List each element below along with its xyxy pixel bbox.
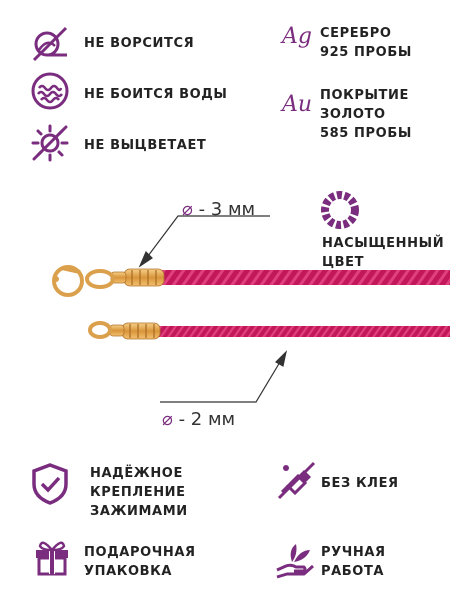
handmade-icon <box>274 536 316 580</box>
gift-line-1: ПОДАРОЧНАЯ <box>84 545 196 560</box>
feature-label-no-pilling: НЕ ВОРСИТСЯ <box>84 36 195 51</box>
dimension-value-small: - 2 мм <box>178 409 236 430</box>
silver-line-2: 925 ПРОБЫ <box>320 45 412 60</box>
silver-symbol: Ag <box>282 24 312 49</box>
dimension-value-large: - 3 мм <box>198 199 256 220</box>
gold-symbol: Au <box>282 92 313 117</box>
color-line-2: ЦВЕТ <box>322 255 365 270</box>
dimension-label-small: ⌀ - 2 мм <box>162 409 235 430</box>
diameter-icon-small: ⌀ <box>162 409 173 430</box>
feature-label-water: НЕ БОИТСЯ ВОДЫ <box>84 87 228 102</box>
secure-line-2: КРЕПЛЕНИЕ <box>90 485 186 500</box>
gold-line-2: ЗОЛОТО <box>320 107 386 122</box>
diameter-icon: ⌀ <box>182 199 193 220</box>
no-glue-label: БЕЗ КЛЕЯ <box>321 476 399 491</box>
secure-line-1: НАДЁЖНОЕ <box>90 466 183 481</box>
secure-line-3: ЗАЖИМАМИ <box>90 504 188 519</box>
handmade-line-1: РУЧНАЯ <box>321 545 386 560</box>
gold-line-1: ПОКРЫТИЕ <box>320 88 409 103</box>
cord-3mm <box>52 265 450 297</box>
no-fade-sun-icon <box>30 122 70 162</box>
feature-label-no-fade: НЕ ВЫЦВЕТАЕТ <box>84 138 207 153</box>
leader-line-large <box>138 215 270 268</box>
gift-icon <box>32 536 72 576</box>
silver-line-1: СЕРЕБРО <box>320 26 392 41</box>
gold-line-3: 585 ПРОБЫ <box>320 126 412 141</box>
leader-line-small <box>160 350 288 403</box>
gift-line-2: УПАКОВКА <box>84 564 173 579</box>
handmade-line-2: РАБОТА <box>321 564 385 579</box>
color-line-1: НАСЫЩЕННЫЙ <box>322 236 445 251</box>
water-resistant-icon <box>30 71 70 111</box>
shield-check-icon <box>30 462 70 506</box>
cord-2mm <box>88 321 450 340</box>
dimension-label-large: ⌀ - 3 мм <box>182 199 255 220</box>
no-glue-icon <box>274 458 318 502</box>
rich-color-icon <box>320 190 360 230</box>
no-pilling-icon <box>30 24 70 64</box>
